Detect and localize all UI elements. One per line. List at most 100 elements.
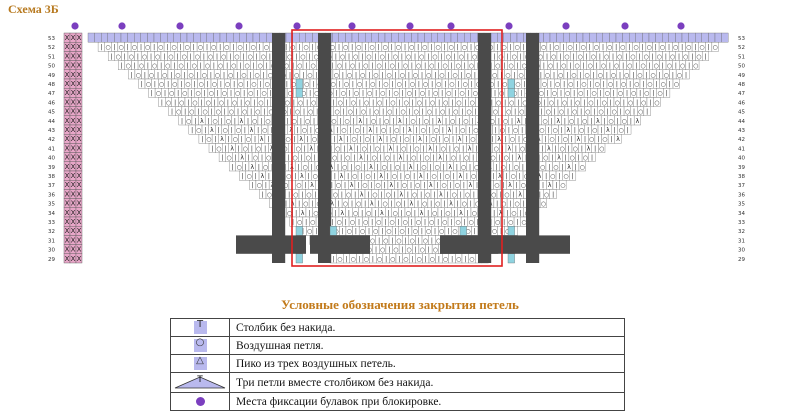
- stitch-symbol: ○: [166, 99, 171, 106]
- row-number: 31: [738, 238, 745, 244]
- stitch-symbol: |: [454, 53, 456, 60]
- stitch-symbol: |: [524, 81, 526, 88]
- chart-cell: [239, 32, 247, 43]
- stitch-symbol: |: [161, 99, 163, 106]
- stitch-symbol: |: [238, 145, 240, 152]
- stitch-symbol: |: [411, 219, 413, 226]
- stitch-symbol: |: [332, 63, 334, 70]
- stitch-symbol: |: [311, 164, 313, 171]
- stitch-symbol: ○: [522, 99, 527, 106]
- stitch-symbol: λ: [210, 127, 214, 134]
- stitch-symbol: ○: [367, 90, 372, 97]
- chart-cell: [87, 32, 95, 43]
- stitch-symbol: |: [417, 44, 419, 51]
- single-crochet-icon: T: [193, 319, 207, 334]
- stitch-symbol: |: [226, 63, 228, 70]
- stitch-symbol: |: [263, 72, 265, 79]
- stitch-symbol: ○: [261, 53, 266, 60]
- stitch-symbol: |: [387, 173, 389, 180]
- stitch-symbol: |: [269, 53, 271, 60]
- stitch-symbol: ○: [439, 72, 444, 79]
- stitch-symbol: |: [448, 109, 450, 116]
- chart-cell: [299, 32, 306, 43]
- row-number: 53: [738, 36, 745, 42]
- stitch-symbol: ○: [297, 219, 302, 226]
- stitch-symbol: |: [385, 256, 387, 263]
- stitch-symbol: ○: [375, 182, 380, 189]
- border-x: X: [71, 144, 76, 152]
- stitch-symbol: λ: [458, 136, 462, 143]
- stitch-symbol: ○: [628, 99, 633, 106]
- stitch-symbol: ○: [445, 173, 450, 180]
- stitch-symbol: ○: [462, 201, 467, 208]
- stitch-symbol: ○: [503, 118, 508, 125]
- stitch-symbol: ○: [403, 63, 408, 70]
- stitch-symbol: |: [694, 44, 696, 51]
- stitch-symbol: |: [514, 109, 516, 116]
- stitch-symbol: ○: [208, 53, 213, 60]
- stitch-symbol: |: [704, 53, 706, 60]
- stitch-symbol: |: [652, 53, 654, 60]
- stitch-symbol: |: [619, 72, 621, 79]
- stitch-symbol: |: [342, 72, 344, 79]
- stitch-symbol: ○: [192, 99, 197, 106]
- stitch-symbol: λ: [389, 182, 393, 189]
- stitch-symbol: ○: [473, 127, 478, 134]
- chart-cell: [490, 32, 498, 43]
- stitch-symbol: |: [581, 145, 583, 152]
- stitch-symbol: ○: [579, 127, 584, 134]
- stitch-symbol: |: [468, 127, 470, 134]
- stitch-symbol: ○: [423, 81, 428, 88]
- stitch-symbol: |: [518, 136, 520, 143]
- stitch-symbol: ○: [286, 173, 291, 180]
- stitch-symbol: |: [589, 44, 591, 51]
- stitch-symbol: |: [623, 99, 625, 106]
- stitch-symbol: |: [378, 237, 380, 244]
- row-number: 32: [48, 229, 55, 235]
- stitch-symbol: ○: [247, 53, 252, 60]
- stitch-symbol: |: [210, 72, 212, 79]
- stitch-symbol: |: [234, 118, 236, 125]
- stitch-symbol: |: [600, 127, 602, 134]
- stitch-symbol: |: [571, 136, 573, 143]
- pin-marker: [348, 22, 356, 30]
- stitch-symbol: λ: [596, 118, 600, 125]
- stitch-symbol: |: [221, 155, 223, 162]
- stitch-symbol: |: [415, 247, 417, 254]
- stitch-symbol: |: [685, 72, 687, 79]
- stitch-symbol: ○: [268, 109, 273, 116]
- chart-cell: [378, 32, 386, 43]
- stitch-symbol: |: [253, 63, 255, 70]
- stitch-symbol: ○: [262, 127, 267, 134]
- chart-cell: [714, 32, 722, 43]
- stitch-symbol: |: [313, 118, 315, 125]
- stitch-symbol: |: [374, 210, 376, 217]
- stitch-symbol: |: [200, 63, 202, 70]
- stitch-symbol: ○: [212, 81, 217, 88]
- stitch-symbol: ○: [178, 63, 183, 70]
- stitch-symbol: λ: [420, 210, 424, 217]
- stitch-symbol: ○: [202, 109, 207, 116]
- stitch-symbol: ○: [381, 127, 386, 134]
- stitch-symbol: |: [590, 118, 592, 125]
- row-number: 45: [48, 110, 55, 116]
- chart-cell: [358, 32, 366, 43]
- stitch-symbol: |: [377, 201, 379, 208]
- stitch-symbol: ○: [455, 182, 460, 189]
- stitch-symbol: |: [506, 210, 508, 217]
- stitch-symbol: λ: [448, 164, 452, 171]
- stitch-symbol: |: [211, 145, 213, 152]
- stitch-symbol: |: [425, 99, 427, 106]
- border-x: X: [77, 172, 82, 180]
- stitch-symbol: |: [564, 118, 566, 125]
- stitch-symbol: |: [388, 247, 390, 254]
- stitch-symbol: |: [306, 99, 308, 106]
- stitch-symbol: ○: [379, 53, 384, 60]
- border-x: X: [71, 163, 76, 171]
- stitch-symbol: ○: [543, 155, 548, 162]
- stitch-symbol: ○: [615, 99, 620, 106]
- stitch-symbol: |: [570, 99, 572, 106]
- stitch-symbol: |: [385, 63, 387, 70]
- stitch-symbol: ○: [331, 118, 336, 125]
- stitch-symbol: ○: [424, 118, 429, 125]
